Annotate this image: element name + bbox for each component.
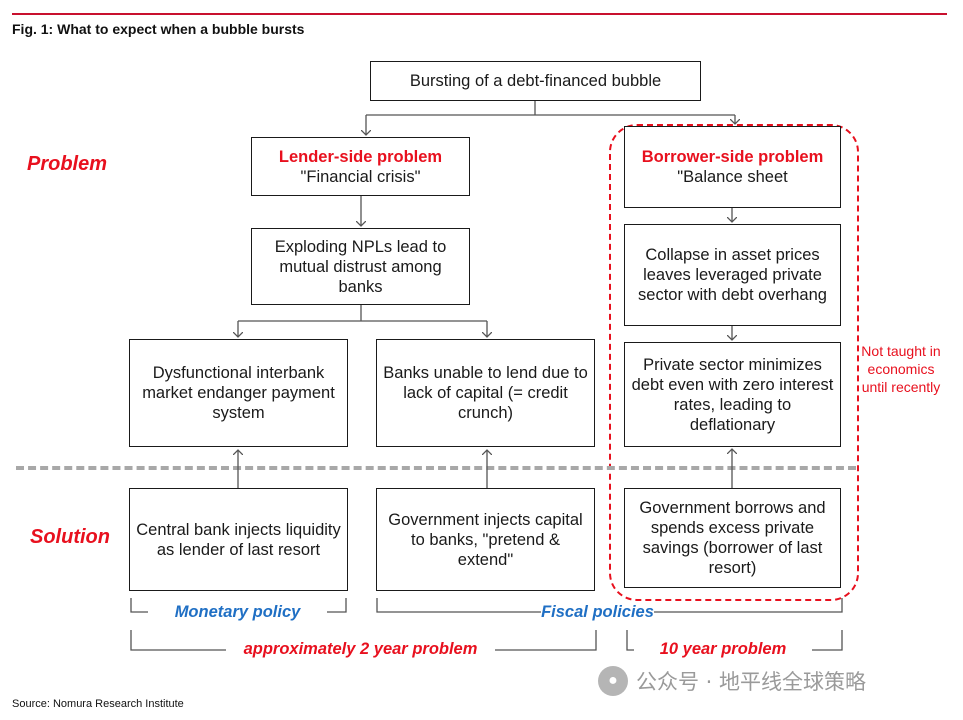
root-text: Bursting of a debt-financed bubble [409,72,662,90]
gov-borrows-text: Government borrows and spends excess pri… [639,499,826,577]
lender-side-box: Lender-side problem "Financial crisis" [251,137,470,196]
problem-section-label: Problem [27,153,108,175]
two-year-problem-label: approximately 2 year problem [243,640,478,658]
borrower-side-title: Borrower-side problem [641,148,824,166]
not-taught-note: Not taught in economics until recently [861,343,941,395]
wechat-icon: ● [598,666,628,696]
unable-to-lend-box: Banks unable to lend due to lack of capi… [376,339,595,447]
collapse-text: Collapse in asset prices leaves leverage… [638,246,827,304]
root-box: Bursting of a debt-financed bubble [370,61,701,101]
lender-side-subtitle: "Financial crisis" [300,167,421,186]
npl-text: Exploding NPLs lead to mutual distrust a… [274,237,447,296]
gov-borrows-box: Government borrows and spends excess pri… [624,488,841,588]
solution-section-label: Solution [30,526,110,548]
central-bank-box: Central bank injects liquidity as lender… [129,488,348,591]
interbank-text: Dysfunctional interbank market endanger … [142,364,335,422]
lender-side-title: Lender-side problem [278,147,443,166]
monetary-policy-label: Monetary policy [174,603,301,621]
borrower-side-subtitle: "Balance sheet [677,168,788,186]
borrower-side-highlight [609,124,859,601]
fiscal-policies-label: Fiscal policies [541,603,654,621]
source-note: Source: Nomura Research Institute [12,698,184,710]
watermark-text: 公众号 · 地平线全球策略 [636,670,867,694]
minimizes-debt-text: Private sector minimizes debt even with … [631,355,834,434]
problem-solution-divider [16,466,856,470]
gov-capital-box: Government injects capital to banks, "pr… [376,488,595,591]
minimizes-debt-box: Private sector minimizes debt even with … [624,342,841,447]
interbank-box: Dysfunctional interbank market endanger … [129,339,348,447]
top-rule [12,13,947,15]
unable-to-lend-text: Banks unable to lend due to lack of capi… [383,364,588,422]
npl-box: Exploding NPLs lead to mutual distrust a… [251,228,470,305]
watermark: ● 公众号 · 地平线全球策略 [598,666,866,696]
ten-year-problem-label: 10 year problem [659,640,787,658]
borrower-side-box: Borrower-side problem "Balance sheet [624,126,841,208]
central-bank-text: Central bank injects liquidity as lender… [136,520,341,559]
collapse-box: Collapse in asset prices leaves leverage… [624,224,841,326]
gov-capital-text: Government injects capital to banks, "pr… [388,510,583,569]
figure-title: Fig. 1: What to expect when a bubble bur… [12,21,305,37]
